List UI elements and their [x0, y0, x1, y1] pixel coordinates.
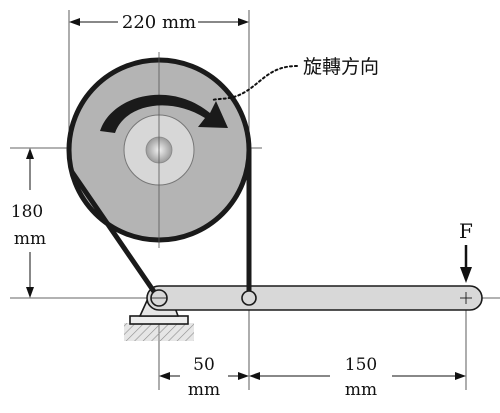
dimension-180-value: 180: [11, 202, 43, 222]
rotation-direction-label: 旋轉方向: [303, 56, 379, 78]
pivot-pin: [150, 289, 168, 307]
dimension-150-value: 150: [345, 355, 377, 375]
dimension-180: [26, 148, 34, 298]
dimension-50: [159, 372, 249, 380]
band-pin: [241, 290, 257, 306]
lever-arm: [146, 285, 483, 311]
dimension-50-value: 50: [193, 355, 215, 375]
dimension-220-label: 220 mm: [122, 12, 196, 33]
ground-hatch-icon: [124, 323, 194, 341]
dimension-150-unit: mm: [345, 380, 377, 400]
dimension-220: [69, 18, 249, 26]
brake-band: [69, 147, 252, 299]
rotation-arrow-icon: [100, 94, 228, 133]
dimension-180-unit: mm: [14, 229, 46, 249]
dimension-50-unit: mm: [188, 380, 220, 400]
lever-end-mark: [460, 292, 472, 304]
dimension-150: [249, 372, 466, 380]
force-arrow-icon: [460, 245, 472, 283]
rotation-leader: [211, 65, 298, 101]
force-label: F: [459, 219, 473, 243]
